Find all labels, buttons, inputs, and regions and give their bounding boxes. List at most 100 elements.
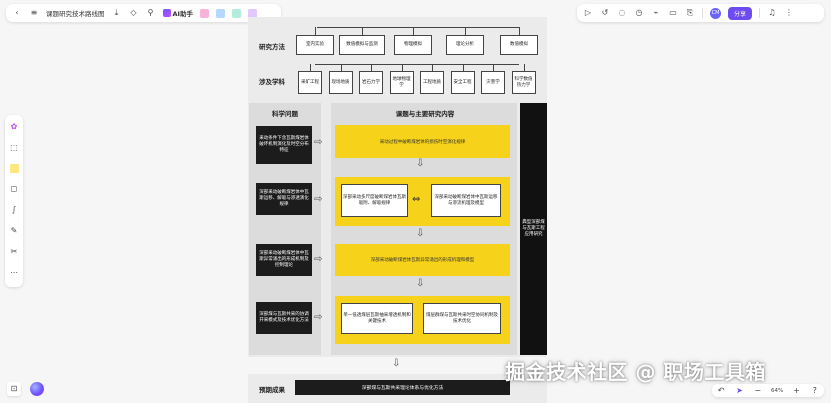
connector-line — [315, 27, 316, 35]
problem-box-2[interactable]: 深部采动破断煤岩体中瓦斯运移、解吸与渗透演化规律 — [256, 183, 312, 215]
arrow-right-icon: ⇨ — [314, 137, 323, 148]
connector-line — [401, 64, 403, 71]
undo-icon[interactable]: ↶ — [717, 385, 725, 395]
present-icon[interactable]: ▭ — [669, 8, 677, 17]
discipline-box[interactable]: 科学数值热力学 — [511, 71, 536, 94]
ai-logo-icon — [162, 9, 171, 17]
frame-icon[interactable]: ⬚ — [10, 143, 18, 152]
problem-box-3[interactable]: 深部采动破断煤岩体中瓦斯异常涌出的形成机制及控制理论 — [256, 244, 312, 276]
content-box-4-left[interactable]: 单一低透煤层瓦斯抽采增透机制和关键技术 — [341, 303, 413, 334]
connector-line — [519, 27, 520, 35]
method-box[interactable]: 室内实验 — [296, 35, 334, 55]
method-box[interactable]: 数值模拟与监测 — [339, 35, 385, 55]
method-box[interactable]: 物理模拟 — [394, 35, 432, 55]
connector-line — [462, 64, 464, 71]
divider — [702, 8, 703, 18]
content-box-2-left[interactable]: 深部采动多尺度破断煤岩体瓦斯吸附、解吸规律 — [341, 184, 408, 217]
double-arrow-icon: ⇔ — [412, 194, 421, 205]
top-left-toolbar: ‹ ≡ 课题研究技术路线图 ⤓ ◇ ⚲ AI助手 — [6, 4, 281, 22]
problems-header: 科学问题 — [272, 110, 298, 118]
help-icon[interactable]: ? — [812, 385, 817, 395]
problem-box-1[interactable]: 采动条件下含瓦斯煤岩体破坏机制演化及时空分布特征 — [256, 126, 312, 164]
connector-line — [493, 64, 494, 71]
search-icon[interactable]: ⚲ — [147, 8, 154, 17]
sticky-note-icon[interactable] — [9, 164, 19, 173]
minimap-button[interactable]: ⊡ — [7, 382, 21, 396]
discipline-box[interactable]: 灾害学 — [481, 71, 505, 94]
pen-icon[interactable]: ✎ — [10, 226, 18, 235]
discipline-box[interactable]: 工程地质 — [420, 71, 444, 94]
arrow-right-icon: ⇨ — [314, 312, 323, 323]
watermark-text: 掘金技术社区 @ 职场工具箱 — [505, 360, 766, 384]
zoom-in-icon[interactable]: + — [793, 385, 800, 395]
content-box-2-right[interactable]: 深部采动破断煤岩体中瓦斯运移与渗流机理及模型 — [431, 184, 501, 217]
content-box-1-text: 采动过程中破断煤岩体的损伤时空演化规律 — [379, 139, 466, 145]
divider — [759, 8, 761, 18]
export-icon[interactable]: ⎘ — [686, 8, 694, 17]
back-icon[interactable]: ‹ — [15, 8, 19, 17]
connector-line — [432, 64, 433, 71]
template-icon[interactable] — [199, 8, 209, 18]
application-column[interactable]: 典型深部煤与瓦斯工程应用研究 — [520, 103, 547, 355]
mindmap-icon[interactable] — [231, 8, 241, 18]
content-box-1[interactable]: 采动过程中破断煤岩体的损伤时空演化规律 — [335, 125, 510, 158]
result-box[interactable]: 深部煤与瓦斯共采理论体系与优化方法 — [295, 380, 510, 395]
content-box-4-right[interactable]: 煤层群煤与瓦斯共采时空协同机制及技术优化 — [423, 303, 501, 334]
arrow-right-icon: ⇨ — [314, 194, 323, 205]
content-box-3-text: 深部采动破断煤岩体瓦斯异常涌出的形成机理和模型 — [370, 258, 475, 263]
zoom-out-icon[interactable]: − — [754, 385, 762, 395]
connector-line — [310, 64, 311, 71]
connector-icon[interactable]: ∫ — [11, 205, 17, 214]
disciplines-label: 涉及学科 — [259, 78, 285, 86]
avatar[interactable]: CM — [710, 7, 721, 19]
zoom-level[interactable]: 64% — [770, 387, 784, 394]
bell-icon[interactable]: ♫ — [768, 8, 776, 17]
discipline-box[interactable]: 岩石力学 — [359, 71, 383, 94]
method-box[interactable]: 数值模拟 — [500, 35, 538, 55]
comment-icon[interactable]: ◌ — [618, 8, 626, 17]
timer-icon[interactable]: ◷ — [635, 8, 643, 17]
connector-line — [362, 27, 363, 35]
connector-line — [315, 64, 519, 65]
connector-line — [340, 64, 342, 71]
connector-line — [523, 64, 525, 71]
plugin-icon[interactable] — [247, 8, 257, 18]
play-icon[interactable]: ▷ — [584, 8, 592, 17]
history-icon[interactable]: ↺ — [601, 8, 609, 17]
method-box[interactable]: 理论分析 — [446, 35, 484, 55]
connector-line — [371, 64, 372, 71]
discipline-box[interactable]: 采矿工程 — [298, 71, 322, 94]
arrow-down-icon: ⇩ — [416, 278, 425, 289]
discipline-box[interactable]: 安全工程 — [450, 71, 475, 94]
discipline-box[interactable]: 现场地质 — [328, 71, 353, 94]
zoom-bar: ↶ ➤ − 64% + ? — [712, 384, 824, 397]
more-icon[interactable]: ⋮ — [785, 8, 794, 17]
problem-box-4[interactable]: 深部煤与瓦斯共采的协调开采模式及技术优化方法 — [256, 302, 312, 334]
download-icon[interactable]: ⤓ — [114, 8, 119, 17]
link-icon[interactable]: ⌁ — [653, 8, 659, 17]
tag-icon[interactable]: ◇ — [130, 8, 137, 17]
palette-icon[interactable]: ✿ — [10, 122, 18, 131]
ai-assistant-button[interactable]: AI助手 — [162, 8, 193, 18]
more-tools-icon[interactable]: ⋯ — [10, 268, 18, 277]
minimap-icon: ⊡ — [10, 384, 18, 393]
menu-icon[interactable]: ≡ — [30, 8, 38, 17]
result-label: 预期成果 — [259, 386, 285, 394]
pointer-icon[interactable]: ➤ — [736, 385, 743, 395]
methods-label: 研究方法 — [259, 43, 285, 51]
shape-tool-icon[interactable]: ◻ — [10, 184, 18, 193]
document-title[interactable]: 课题研究技术路线图 — [46, 10, 105, 18]
share-button[interactable]: 分享 — [728, 6, 753, 20]
shape-icon[interactable] — [215, 8, 225, 18]
content-box-3[interactable]: 深部采动破断煤岩体瓦斯异常涌出的形成机理和模型 — [335, 244, 510, 276]
connector-line — [317, 27, 519, 28]
arrow-down-icon: ⇩ — [392, 358, 401, 369]
discipline-box[interactable]: 地球物理学 — [389, 71, 414, 94]
arrow-down-icon: ⇩ — [416, 158, 425, 169]
connector-line — [465, 27, 466, 35]
left-tool-rail: ✿ ⬚ ◻ ∫ ✎ ✂ ⋯ — [5, 115, 23, 287]
arrow-right-icon: ⇨ — [314, 254, 323, 265]
scissors-icon[interactable]: ✂ — [10, 247, 18, 256]
ai-orb-button[interactable] — [30, 382, 44, 396]
top-right-toolbar: ▷ ↺ ◌ ◷ ⌁ ▭ ⎘ CM 分享 ♫ ⋮ — [577, 4, 824, 22]
